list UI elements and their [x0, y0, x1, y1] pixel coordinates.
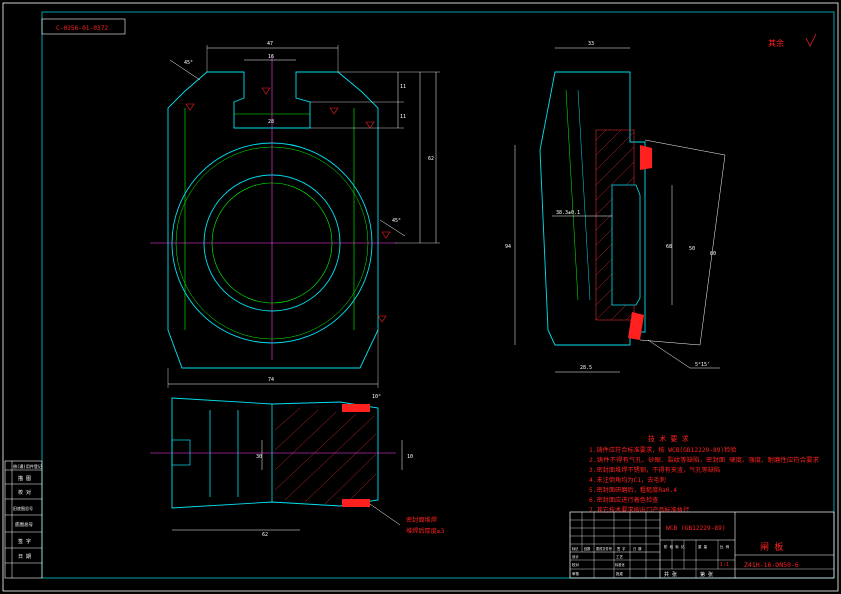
- left-row-3: 校 对: [18, 489, 31, 496]
- dim-slot-width: 16: [268, 54, 274, 60]
- bottom-row-10: 标准化: [615, 562, 625, 567]
- tech-item-7: 7.其它技术要求按出口产品标准执行: [589, 506, 689, 514]
- right-label-1: 阶 段 标 记: [664, 544, 685, 549]
- dim-bottom-angle: 10°: [372, 394, 381, 400]
- tech-item-6: 6.密封面应进行着色检查: [589, 496, 658, 504]
- bottom-row-7: 校对: [572, 562, 580, 567]
- dim-overall-width: 74: [268, 377, 274, 383]
- side-view: [514, 47, 726, 373]
- tech-item-5: 5.密封面研磨后，粗糙度Ra0.4: [589, 486, 677, 494]
- dim-side-height: 94: [505, 244, 511, 250]
- dim-side-right-inner: 50: [689, 246, 695, 252]
- left-row-4: 旧底图总号: [13, 505, 33, 511]
- dim-slot-height-2: 11: [400, 114, 406, 120]
- tech-requirements: 技 术 要 求 1.铸件应符合标准要求，按 WCB(GB12229-89)检验 …: [589, 434, 819, 514]
- right-label-5: 第 张: [700, 571, 713, 578]
- left-registry-table: [4, 460, 43, 579]
- left-row-2: 描 图: [18, 475, 31, 482]
- dim-side-inner: 68: [666, 244, 672, 250]
- tech-item-4: 4.未注倒角均为C1，去毛刺: [589, 476, 666, 484]
- part-title: 闸 板: [760, 541, 783, 553]
- left-row-7: 日 期: [18, 554, 31, 560]
- scale-value: 1:1: [720, 562, 729, 568]
- bottom-row-2: 处数: [584, 546, 591, 551]
- dim-overall-height: 62: [428, 156, 434, 162]
- dim-side-taper: 38.3±0.1: [556, 210, 580, 216]
- drawing-number: Z41H-16-DN50-6: [744, 561, 799, 569]
- dim-side-angle: 5°15': [695, 362, 710, 368]
- bottom-row-6: 设计: [572, 554, 580, 559]
- tech-heading: 技 术 要 求: [648, 434, 689, 443]
- bottom-row-3: 更改文件号: [596, 546, 612, 551]
- dim-bottom-h1: 30: [256, 454, 262, 460]
- bottom-row-5: 日 期: [633, 546, 641, 551]
- tech-item-1: 1.铸件应符合标准要求，按 WCB(GB12229-89)检验: [589, 446, 737, 454]
- right-label-4: 共 张: [664, 571, 677, 578]
- tech-item-3: 3.密封面堆焊不锈钢，不得有夹渣，气孔等缺陷: [589, 466, 720, 474]
- dim-side-bottom: 28.5: [580, 365, 592, 371]
- dim-right-angle: 45°: [392, 218, 401, 224]
- dim-side-top: 33: [588, 41, 594, 47]
- bottom-row-4: 签 字: [617, 546, 625, 551]
- front-view: [150, 45, 440, 388]
- bottom-row-1: 标记: [572, 546, 579, 551]
- weld-note-1: 密封面堆焊: [406, 516, 437, 524]
- bottom-row-8: 审核: [572, 571, 580, 576]
- right-label-2: 重 量: [698, 544, 708, 549]
- code-box: [41, 18, 126, 35]
- dim-side-right-outer: 80: [710, 251, 716, 257]
- tech-item-2: 2.铸件不得有气孔、砂眼、裂纹等缺陷，密封面 硬度、强度、耐磨性应符合要求: [589, 456, 819, 464]
- left-row-1: 借(通)用件登记: [13, 463, 42, 469]
- dim-slot-height-1: 11: [400, 84, 406, 90]
- left-row-5: 底图总号: [15, 521, 33, 528]
- bottom-row-11: 批准: [616, 571, 624, 576]
- dim-chamfer-left: 45°: [184, 60, 193, 66]
- material-text: WCB (GB12229-89): [666, 525, 726, 532]
- bottom-view: [150, 397, 403, 531]
- code-box-text: C-0256-01-0372: [56, 25, 108, 32]
- dim-bottom-h2: 10: [407, 454, 413, 460]
- title-block: [569, 511, 835, 579]
- dim-top-width: 47: [267, 41, 273, 47]
- left-row-6: 签 字: [18, 538, 31, 545]
- right-label-3: 比 例: [720, 544, 730, 549]
- dim-slot-center: 28: [268, 119, 274, 125]
- weld-note-2: 堆焊后厚度≥3: [406, 527, 445, 535]
- dim-bottom-len: 62: [262, 532, 268, 538]
- inner-border: [41, 11, 835, 579]
- roughness-symbol: [805, 33, 817, 47]
- corner-mark: 其余: [768, 38, 784, 48]
- bottom-row-9: 工艺: [616, 554, 624, 559]
